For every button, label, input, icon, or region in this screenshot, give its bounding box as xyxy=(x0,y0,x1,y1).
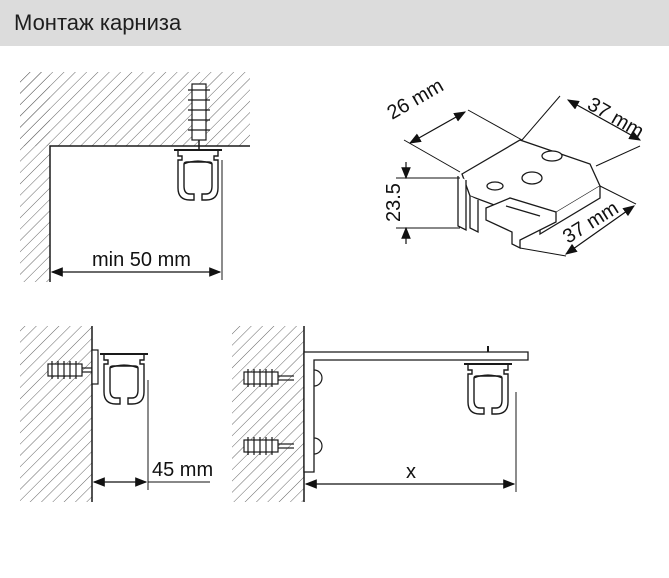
header-bar: Монтаж карниза xyxy=(0,0,669,46)
ceiling-mount-view: min 50 mm xyxy=(20,72,250,282)
wall-hatch-left xyxy=(20,326,92,502)
ceiling-hatch xyxy=(20,72,250,146)
bracket-length-top-label: 37 mm xyxy=(584,93,648,143)
offset-label: 45 mm xyxy=(152,459,213,481)
bracket-width-label: 26 mm xyxy=(384,75,448,125)
rail-profile-extended xyxy=(463,363,513,415)
bracket-detail-view xyxy=(457,139,601,250)
ceiling-dowel xyxy=(188,83,210,152)
wall-hatch xyxy=(20,72,50,282)
wall-mount-short-view: 45 mm xyxy=(20,326,213,502)
bracket-height-label: 23.5 xyxy=(383,183,405,222)
wall-hatch-right xyxy=(232,326,304,502)
extension-bracket xyxy=(303,351,529,473)
x-distance-label: x xyxy=(406,461,416,483)
rail-profile-wall xyxy=(99,353,149,405)
page-title: Монтаж карниза xyxy=(14,10,182,35)
wall-mount-extended-view: x xyxy=(232,326,529,502)
rail-profile-ceiling xyxy=(173,149,223,201)
min-distance-label: min 50 mm xyxy=(92,249,191,271)
